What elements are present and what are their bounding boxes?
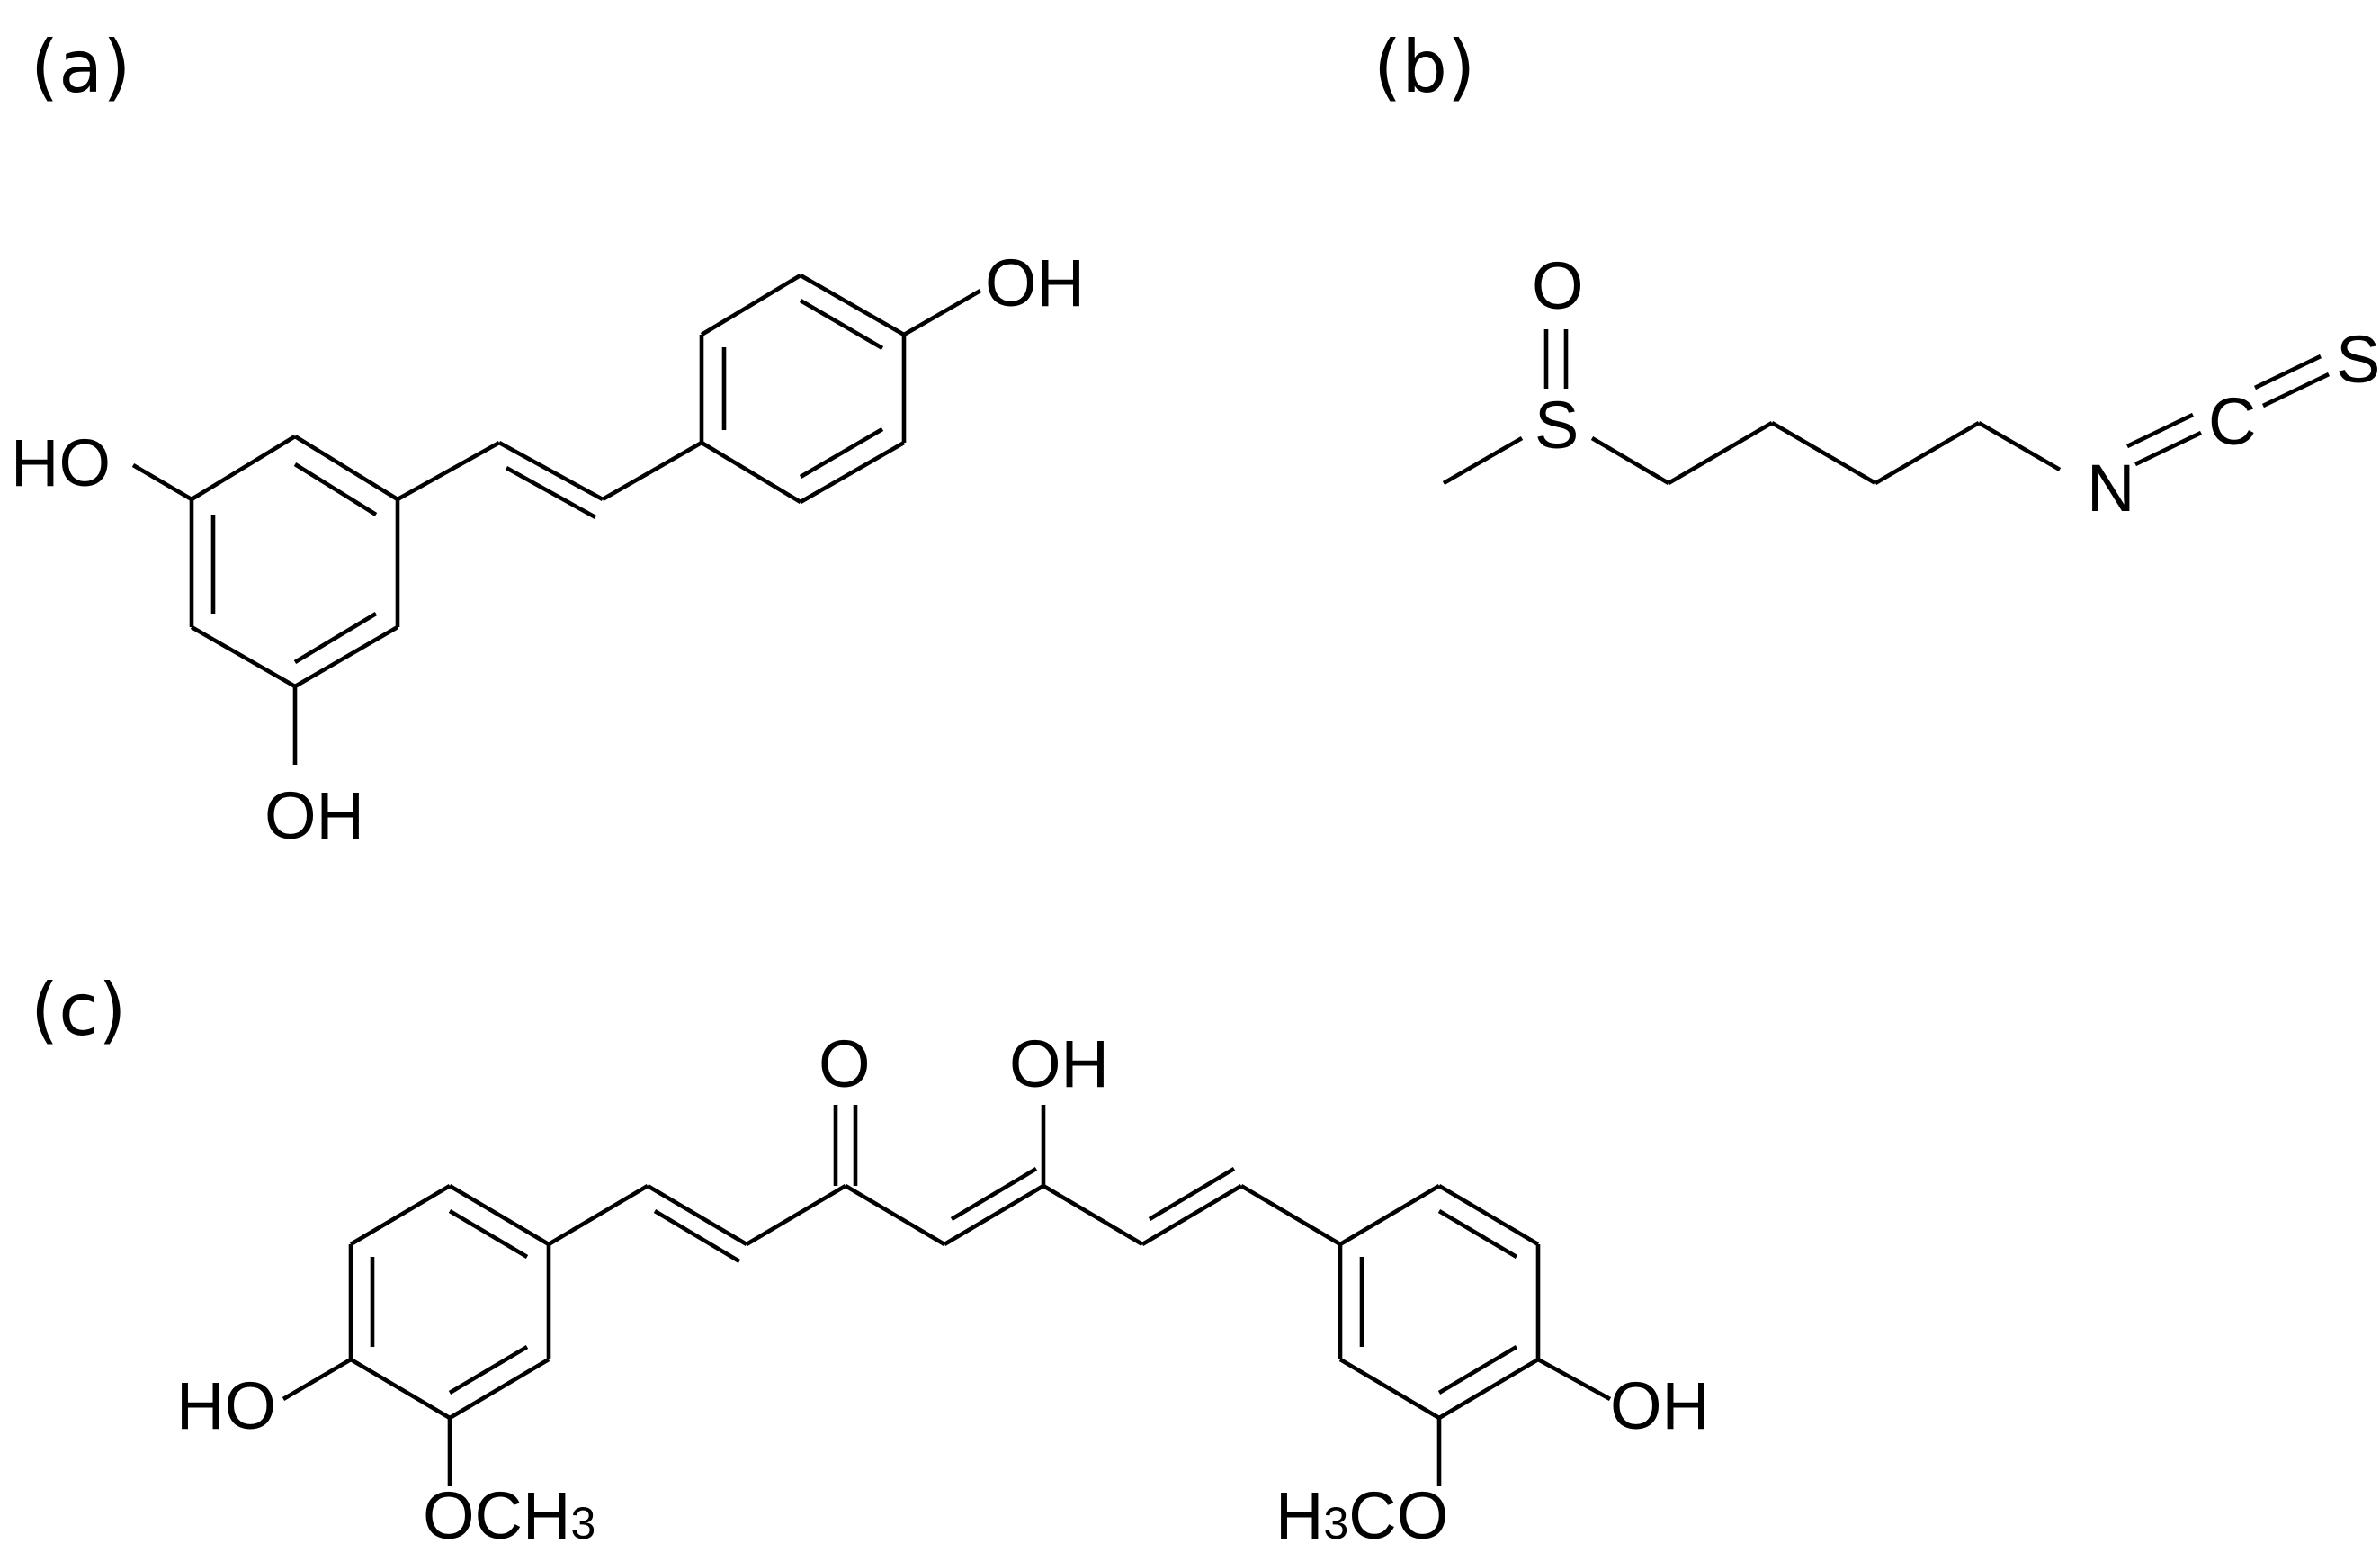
panel-b: (b) O S N C S [1373, 25, 2380, 525]
panel-b-label: (b) [1373, 25, 1475, 109]
group-methoxy-left: OCH3 [423, 1478, 595, 1552]
panel-b-bonds [1442, 329, 2330, 485]
panel-c-bonds [282, 1105, 1612, 1486]
panel-a-bonds [131, 274, 982, 765]
panel-c: (c) [31, 968, 1710, 1552]
group-methoxy-right: H3CO [1275, 1478, 1448, 1552]
atom-c: C [2208, 384, 2256, 459]
atom-oh-enol: OH [1009, 1027, 1109, 1101]
panel-a: (a) [11, 25, 1085, 853]
atom-o: O [1532, 248, 1584, 323]
atom-oh-bottom: OH [264, 778, 364, 853]
atom-ho-left: HO [11, 426, 111, 500]
atom-oh-right: OH [1610, 1368, 1710, 1443]
atom-oh-top: OH [985, 246, 1085, 320]
panel-a-label: (a) [31, 25, 130, 109]
atom-ho-left: HO [176, 1368, 276, 1443]
atom-s-sulfoxide: S [1534, 388, 1579, 462]
panel-c-label: (c) [31, 968, 126, 1052]
atom-o-ketone: O [819, 1027, 871, 1101]
atom-n: N [2087, 451, 2134, 525]
atom-s-thio: S [2336, 322, 2380, 397]
